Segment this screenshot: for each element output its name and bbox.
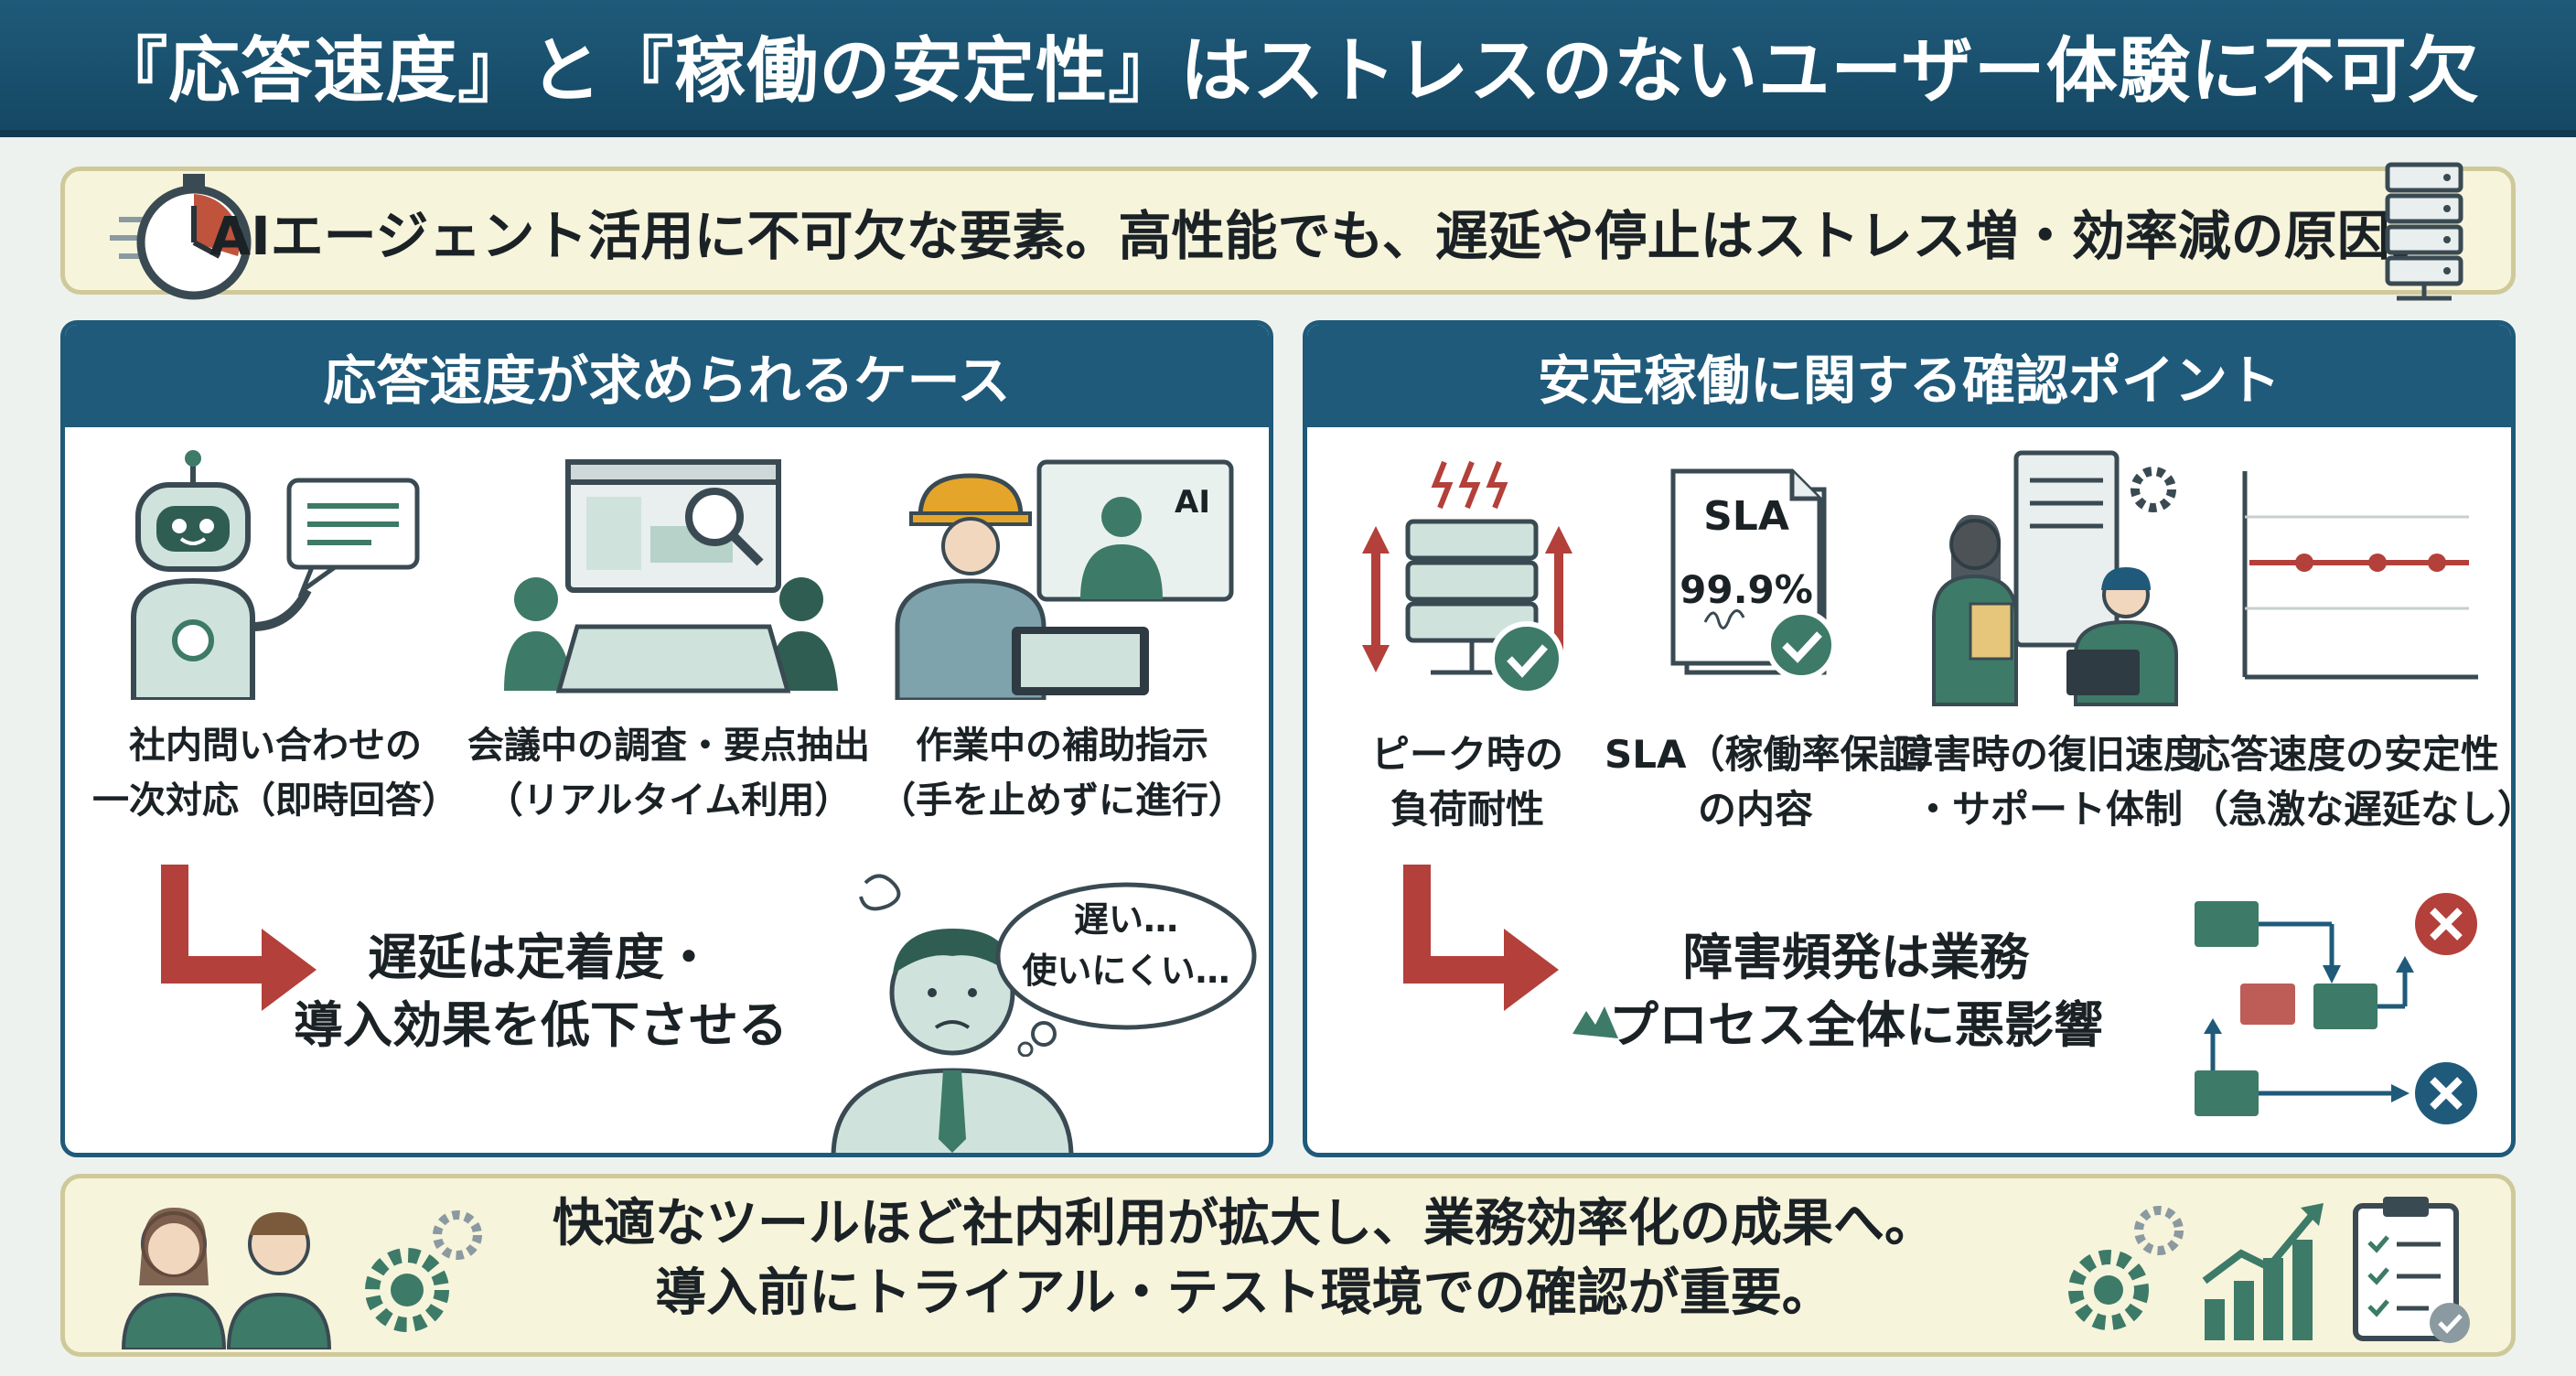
frustrated-user-icon [831,874,1074,1153]
svg-text:AI: AI [1175,484,1210,521]
point-label-3: 障害時の復旧速度 ・サポート体制 [1893,727,2204,837]
server-stack-icon [2385,162,2463,301]
case-label-1: 社内問い合わせの 一次対応（即時回答） [83,718,467,828]
left-result-line2: 導入効果を低下させる [294,996,788,1054]
speech-bubble-icon [995,882,1257,1057]
case-3-line2: （手を止めずに進行） [879,779,1245,822]
meeting-search-icon [504,459,838,693]
server-load-icon [1362,460,1572,696]
conclusion-line1: 快適なツールほど社内利用が拡大し、業務効率化の成果へ。 [553,1194,1936,1253]
support-team-icon [1932,450,2178,706]
result-arrow-icon [161,865,317,1011]
conclusion-line2: 導入前にトライアル・テスト環境での確認が重要。 [655,1263,1833,1323]
intro-text: AIエージェント活用に不可欠な要素。高性能でも、遅延や停止はストレス増・効率減の… [209,205,2443,267]
page-title: 『応答速度』と『稼働の安定性』はストレスのないユーザー体験に不可欠 [96,30,2480,113]
left-result-line1: 遅延は定着度・ [368,929,714,986]
case-2-line1: 会議中の調査・要点抽出 [467,725,870,767]
gears-icon [2068,1206,2184,1330]
speech-line2: 使いにくい… [1022,951,1230,991]
panel-heading-right: 安定稼働に関する確認ポイント [1307,325,2511,427]
speech-text: 遅い… 使いにくい… [1007,894,1245,996]
panel-heading-left: 応答速度が求められるケース [65,325,1269,427]
point-1-line2: 負荷耐性 [1390,787,1544,832]
case-3-line1: 作業中の補助指示 [916,725,1208,767]
result-arrow-icon [1403,865,1559,1011]
case-label-2: 会議中の調査・要点抽出 （リアルタイム利用） [467,718,870,828]
point-label-2: SLA（稼働率保証） の内容 [1605,727,1956,837]
point-label-1: ピーク時の 負荷耐性 [1330,727,1605,837]
left-result-text: 遅延は定着度・ 導入効果を低下させる [284,924,797,1059]
point-2-line2: の内容 [1697,787,1813,832]
case-1-line2: 一次対応（即時回答） [92,779,458,822]
point-label-4: 応答速度の安定性 （急激な遅延なし） [2190,727,2516,837]
sla-document-icon [1670,468,1837,681]
broken-process-icon [1572,1006,1618,1038]
gears-icon [365,1210,482,1332]
case-1-line1: 社内問い合わせの [129,725,422,767]
point-3-line2: ・サポート体制 [1913,787,2183,832]
right-result-text: 障害頻発は業務 プロセス全体に悪影響 [1582,924,2131,1059]
case-label-3: 作業中の補助指示 （手を止めずに進行） [870,718,1254,828]
point-3-line1: 障害時の復旧速度 [1894,732,2202,777]
stable-line-icon [2242,471,2478,680]
intro-box [60,167,2516,295]
response-speed-panel: 応答速度が求められるケース 社内問い合わせの 一次対応（即時回答） [60,320,1273,1157]
users-icon [121,1208,332,1349]
robot-chat-icon [131,450,420,700]
growth-chart-icon [2202,1203,2324,1340]
point-2-line1: SLA（稼働率保証） [1605,732,1956,777]
worker-ai-icon: AI [895,459,1234,700]
sla-value: 99.9% [1680,567,1813,612]
stability-panel: 安定稼働に関する確認ポイント ピーク時の 負荷耐性 SLA 99.9% SLA（… [1303,320,2516,1157]
speech-line1: 遅い… [1073,899,1178,940]
case-2-line2: （リアルタイム利用） [486,779,852,822]
conclusion-text: 快適なツールほど社内利用が拡大し、業務効率化の成果へ。 導入前にトライアル・テス… [512,1189,1976,1345]
sla-title: SLA [1703,493,1789,540]
point-1-line1: ピーク時の [1370,732,1563,777]
process-flow-icon [2195,893,2477,1124]
right-result-line1: 障害頻発は業務 [1683,929,2029,986]
conclusion-box [60,1174,2516,1357]
stopwatch-icon [110,174,252,300]
point-4-line1: 応答速度の安定性 [2191,732,2499,777]
checklist-icon [2353,1197,2470,1343]
right-result-line2: プロセス全体に悪影響 [1609,996,2103,1054]
point-4-line2: （急激な遅延なし） [2190,787,2516,832]
title-bar [0,0,2576,137]
